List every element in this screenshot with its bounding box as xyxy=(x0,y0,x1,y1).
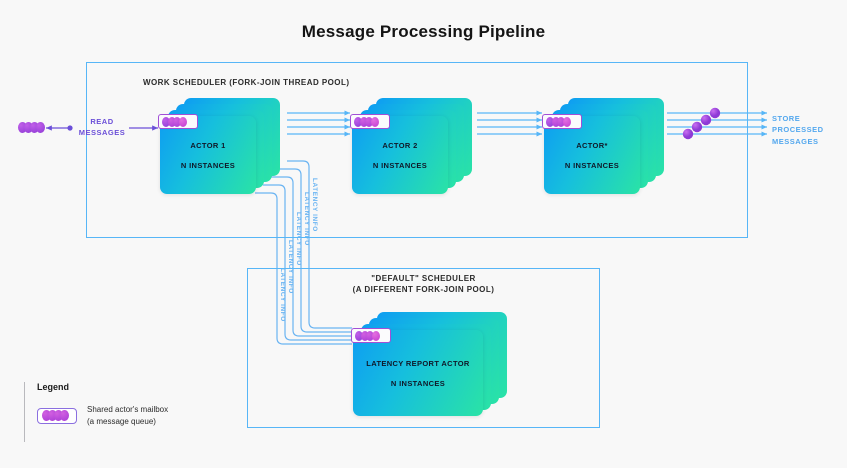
default-scheduler-frame xyxy=(247,268,600,428)
actor-card-front xyxy=(160,116,256,194)
mailbox-bead xyxy=(365,116,373,127)
legend-item-label: Shared actor's mailbox (a message queue) xyxy=(87,405,169,426)
actor-2-mailbox-icon[interactable] xyxy=(350,114,390,129)
mailbox-bead xyxy=(178,116,187,127)
mailbox-bead xyxy=(162,116,170,127)
actor-card-front xyxy=(353,330,483,416)
store-messages-label: STORE PROCESSED MESSAGES xyxy=(772,114,824,146)
mailbox-bead xyxy=(370,116,379,127)
mailbox-bead xyxy=(355,330,363,341)
legend-heading: Legend xyxy=(37,382,70,392)
mailbox-bead xyxy=(359,116,368,127)
mailbox-bead xyxy=(42,410,51,422)
mailbox-bead xyxy=(30,122,39,133)
mailbox-bead xyxy=(562,116,571,127)
mailbox-bead xyxy=(354,116,362,127)
mailbox-bead xyxy=(167,116,176,127)
mailbox-bead xyxy=(173,116,181,127)
mailbox-bead xyxy=(36,122,45,133)
default-scheduler-label: "DEFAULT" SCHEDULER (A DIFFERENT FORK-JO… xyxy=(352,274,495,294)
mailbox-bead xyxy=(24,122,33,133)
source-mailbox-icon xyxy=(18,122,45,133)
mailbox-bead xyxy=(546,116,554,127)
page-title: Message Processing Pipeline xyxy=(301,22,546,41)
mailbox-icon xyxy=(37,407,77,424)
mailbox-bead xyxy=(371,330,380,341)
mailbox-bead xyxy=(54,410,63,422)
mailbox-bead xyxy=(366,330,374,341)
legend: Legend Shared actor's mailbox (a message… xyxy=(24,382,168,442)
actor-card-front xyxy=(352,116,448,194)
actor-1-mailbox-icon[interactable] xyxy=(158,114,198,129)
actor-star-mailbox-icon[interactable] xyxy=(542,114,582,129)
mailbox-bead xyxy=(18,122,27,133)
actor-card-front xyxy=(544,116,640,194)
mailbox-bead xyxy=(551,116,560,127)
latency-report-mailbox-icon[interactable] xyxy=(351,328,391,343)
mailbox-bead xyxy=(48,410,57,422)
mailbox-bead xyxy=(360,330,369,341)
mailbox-bead xyxy=(557,116,565,127)
legend-item: Shared actor's mailbox (a message queue) xyxy=(37,404,168,427)
work-scheduler-frame xyxy=(86,62,748,238)
work-scheduler-label: WORK SCHEDULER (FORK-JOIN THREAD POOL) xyxy=(143,78,350,87)
mailbox-bead xyxy=(60,410,69,422)
read-messages-label: READ MESSAGES xyxy=(78,117,126,138)
